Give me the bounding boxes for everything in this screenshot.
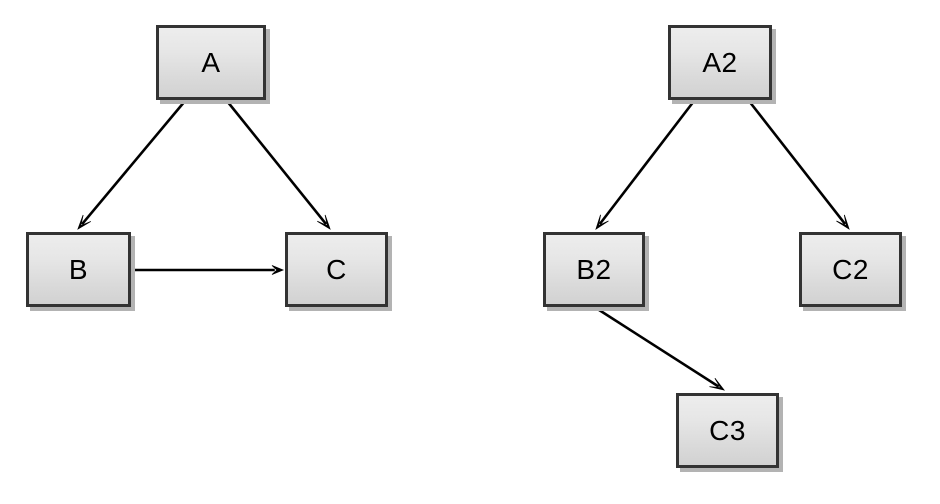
node-a[interactable]: A [156,25,266,100]
edge-line [595,306,720,388]
arrowhead-icon [836,214,850,230]
node-c3[interactable]: C3 [676,393,779,468]
node-b[interactable]: B [26,232,131,307]
node-label: C2 [832,253,869,285]
edge-b2-to-c3 [595,306,726,391]
node-label: B2 [576,253,612,285]
arrowhead-icon [595,214,609,230]
arrowhead-icon [77,214,92,230]
node-a2[interactable]: A2 [668,25,772,100]
node-label: A2 [702,46,738,78]
edge-b-to-c [133,265,285,275]
edge-a-to-b [77,100,186,230]
arrowhead-icon [709,377,726,391]
arrowhead-icon [271,265,285,275]
edge-a-to-c [225,100,331,230]
edge-a2-to-b2 [595,100,696,230]
node-label: C [326,253,347,285]
node-b2[interactable]: B2 [543,232,645,307]
edge-a2-to-c2 [747,100,850,230]
edge-line [598,100,696,225]
node-label: B [68,253,89,285]
node-label: C3 [709,414,746,446]
node-c2[interactable]: C2 [799,232,902,307]
arrowhead-icon [317,214,331,230]
edge-line [225,100,328,225]
node-c[interactable]: C [285,232,388,307]
edge-line [81,100,186,226]
edge-line [747,100,847,225]
node-label: A [201,46,221,78]
